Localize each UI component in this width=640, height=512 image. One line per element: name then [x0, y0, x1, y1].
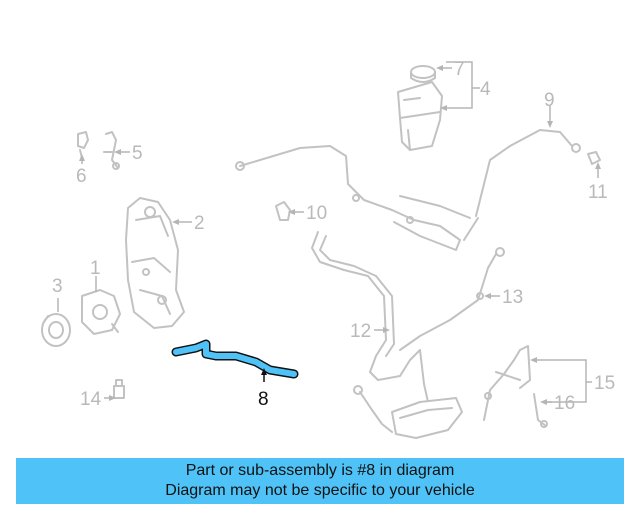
clamp-part[interactable] [275, 201, 291, 221]
callout-16: 16 [554, 393, 575, 414]
callout-2: 2 [194, 213, 205, 234]
info-banner: Part or sub-assembly is #8 in diagram Di… [16, 458, 624, 504]
callout-8: 8 [258, 389, 269, 410]
callout-11: 11 [588, 182, 608, 203]
parts-diagram: 7 4 9 5 6 11 10 2 1 3 13 12 8 14 15 16 [41, 59, 615, 439]
callout-15: 15 [594, 373, 615, 394]
callout-10: 10 [306, 203, 327, 224]
callout-12: 12 [350, 321, 371, 342]
pump-cover-part[interactable] [125, 197, 185, 329]
pump-part[interactable] [81, 289, 121, 335]
callout-5: 5 [132, 143, 143, 164]
pulley-part[interactable] [41, 313, 71, 347]
callout-1: 1 [90, 258, 101, 279]
fitting-part[interactable] [113, 379, 125, 399]
callout-14: 14 [80, 389, 102, 410]
callout-3: 3 [52, 276, 63, 297]
mounting-bracket-part[interactable] [483, 345, 548, 428]
line-part[interactable] [399, 247, 505, 351]
bracket-part[interactable] [103, 131, 120, 170]
callout-13: 13 [502, 287, 523, 308]
callout-9: 9 [544, 90, 555, 111]
callout-4: 4 [480, 79, 491, 100]
banner-line-2: Diagram may not be specific to your vehi… [165, 482, 475, 499]
pressure-line-part[interactable] [235, 129, 581, 251]
leader-lines [57, 61, 601, 405]
bolt-part[interactable] [77, 131, 89, 159]
cooler-part[interactable] [353, 385, 463, 439]
callout-labels: 7 4 9 5 6 11 10 2 1 3 13 12 8 14 15 16 [52, 59, 615, 414]
highlighted-hose-part-8[interactable] [171, 339, 299, 379]
return-hose-part[interactable] [311, 231, 429, 403]
reservoir-part[interactable] [397, 65, 443, 151]
callout-7: 7 [454, 59, 465, 80]
banner-line-1: Part or sub-assembly is #8 in diagram [185, 462, 455, 479]
callout-6: 6 [76, 166, 87, 187]
bolt-right-part[interactable] [587, 151, 601, 165]
